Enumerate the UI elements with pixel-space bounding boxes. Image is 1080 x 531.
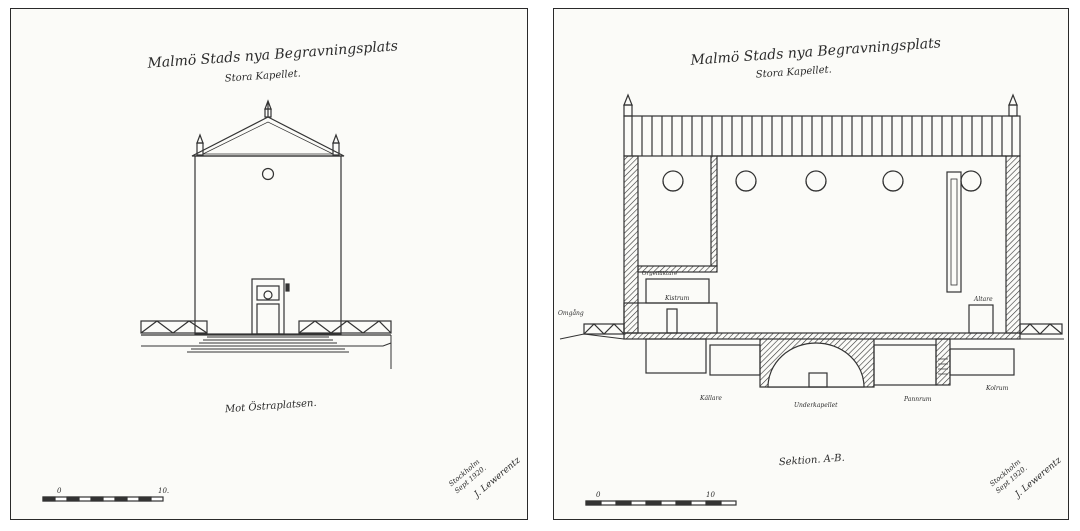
finial-left [623,93,633,117]
finial-right [1008,93,1018,117]
scale-bar [42,496,164,502]
label-coal-room: Kolrum [985,385,1009,392]
sheet-subtitle: Stora Kapellet. [755,64,832,80]
sheet-title: Malmö Stads nya Begravningsplats [689,35,941,69]
label-boiler-room: Pannrum [903,396,932,403]
scale-label-end: 10. [158,487,169,495]
oculus-window [261,167,275,181]
railing-right [298,320,392,334]
scale-label-end: 10 [706,491,715,499]
sheet-subtitle: Stora Kapellet. [224,68,301,84]
label-sacristy: Kistrum [664,295,690,302]
floor-slab [623,332,1021,340]
inner-wall [710,155,718,267]
roof-truss [623,115,1021,157]
scale-label-start: 0 [57,487,62,495]
sheet-title: Malmö Stads nya Begravningsplats [146,38,398,72]
wall-left [623,155,639,334]
pediment [191,116,345,157]
wall-right [1005,155,1021,334]
section-drawing: Malmö Stads nya Begravningsplats Stora K… [558,35,1064,506]
entrance-steps [187,336,349,353]
tall-niche [946,171,962,293]
railing-right [1019,323,1063,335]
gallery-floor [637,265,718,273]
finial-top [264,99,272,118]
drawing-caption: Mot Östraplatsen. [224,397,317,415]
label-crypt: Underkapellet [794,402,838,409]
label-cellar: Källare [699,395,722,402]
finial-left [196,133,204,156]
main-door [251,278,290,335]
label-organ-loft: Orgelläktare [642,271,678,277]
drawing-sheet-section: Malmö Stads nya Begravningsplats Stora K… [553,8,1069,520]
label-entrance: Omgång [558,310,584,317]
scale-label-start: 0 [596,491,601,499]
scale-bar [585,500,737,506]
altar [968,304,994,334]
label-altar: Altare [973,296,993,303]
elevation-drawing: Malmö Stads nya Begravningsplats Stora K… [42,38,523,502]
drawing-caption: Sektion. A-B. [779,453,846,469]
basement [645,338,1015,388]
facade-wall [194,155,342,335]
drawing-sheet-elevation: Malmö Stads nya Begravningsplats Stora K… [10,8,528,520]
railing-left [583,323,625,335]
railing-left [140,320,208,334]
finial-right [332,133,340,156]
